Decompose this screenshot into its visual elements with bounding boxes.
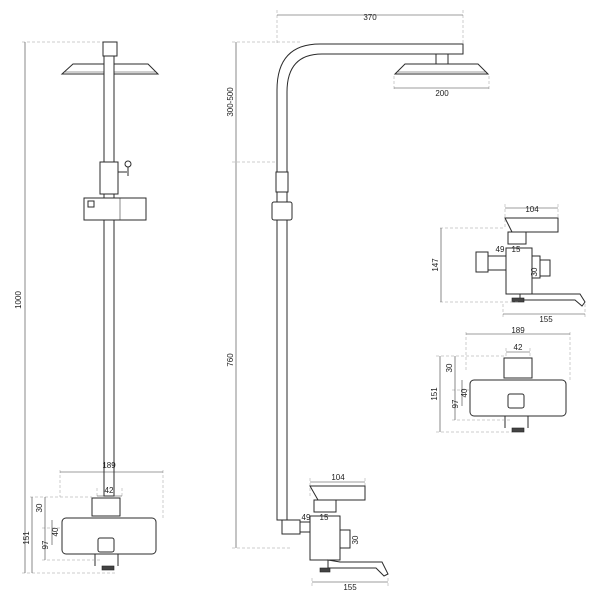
side-curved-arm [276, 43, 464, 521]
dim-side-mixer-offset: 49 [302, 513, 311, 522]
detail-mixer-side: 104 49 15 30 147 155 [431, 204, 586, 324]
dim-detail-mixer-inner: 15 [512, 245, 521, 254]
dim-overall-height: 1000 [14, 291, 23, 309]
front-slider [99, 160, 132, 195]
front-riser-pipe [103, 55, 115, 497]
dim-detail-body-width: 189 [511, 326, 525, 335]
dim-detail-body-top: 30 [445, 363, 454, 372]
side-view: 370 300-500 760 200 104 [226, 10, 490, 592]
dim-arm-length: 370 [363, 13, 377, 22]
dim-side-mixer-width: 104 [331, 473, 345, 482]
dim-head-diameter: 200 [435, 89, 449, 98]
dim-detail-mixer-offset: 49 [496, 245, 505, 254]
dim-detail-body-mid: 40 [460, 388, 469, 397]
dim-side-mixer-depth: 30 [351, 535, 360, 544]
dim-side-mixer-inner: 15 [320, 513, 329, 522]
detail-mixer-front: 189 42 151 30 40 97 [430, 326, 571, 433]
dim-front-body-inner: 42 [105, 486, 114, 495]
dim-front-body-height: 151 [22, 531, 31, 545]
dim-front-body-width: 189 [102, 461, 116, 470]
front-mixer-body: 189 42 151 30 40 97 [22, 461, 164, 573]
dim-side-spout-length: 155 [343, 583, 357, 592]
dim-detail-mixer-height: 147 [431, 258, 440, 272]
dim-front-body-top: 30 [35, 503, 44, 512]
dim-detail-mixer-depth: 30 [530, 267, 539, 276]
side-shower-head: 200 [393, 63, 490, 98]
front-view: 1000 189 [14, 41, 164, 574]
dim-front-body-mid: 40 [51, 527, 60, 536]
dim-detail-spout-length: 155 [539, 315, 553, 324]
dim-detail-mixer-width: 104 [525, 205, 539, 214]
dim-detail-body-lower: 97 [451, 399, 460, 408]
dim-detail-body-inner: 42 [514, 343, 523, 352]
front-holder [83, 197, 147, 221]
dim-detail-body-height: 151 [430, 387, 439, 401]
dim-front-body-lower: 97 [41, 540, 50, 549]
dim-arm-height: 300-500 [226, 87, 235, 117]
dim-pipe-height: 760 [226, 353, 235, 367]
side-mixer: 104 49 15 30 155 [281, 473, 389, 592]
